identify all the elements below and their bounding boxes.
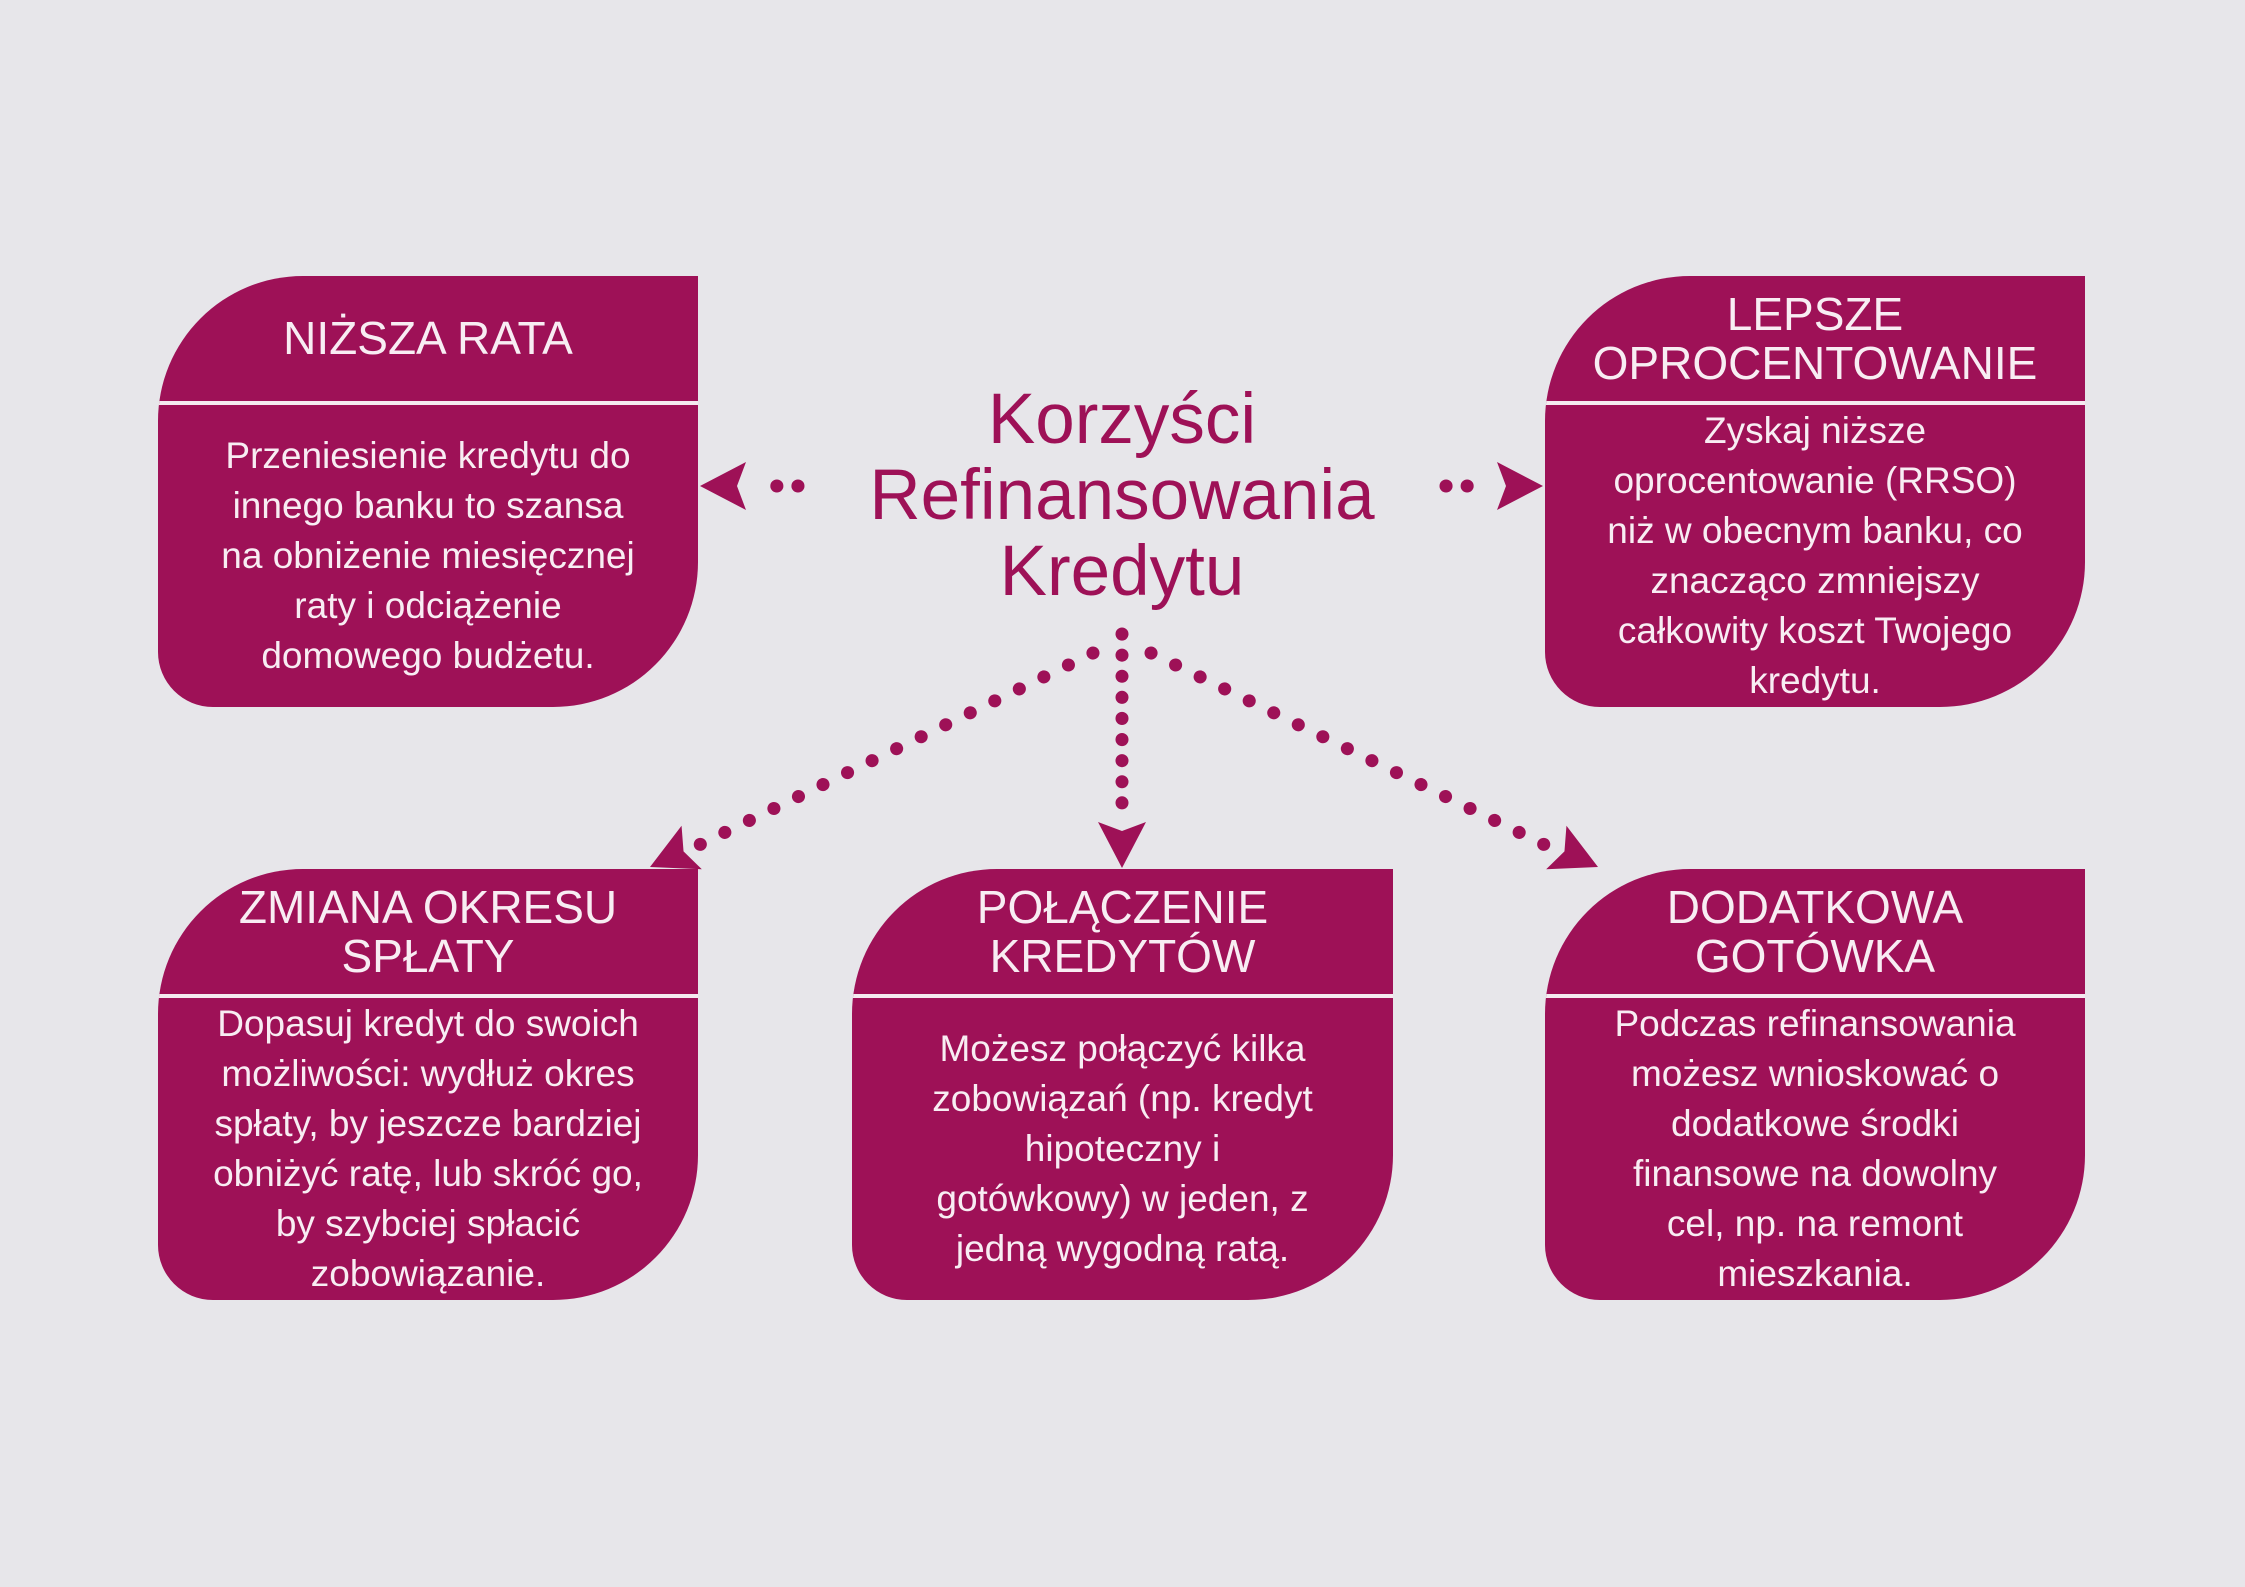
connector-right-arrowhead xyxy=(1497,462,1543,510)
card-title: NIŻSZA RATA xyxy=(283,312,573,364)
card-title: LEPSZE OPROCENTOWANIE xyxy=(1592,287,2038,389)
card-body: Przeniesienie kredytu do innego banku to… xyxy=(221,435,635,676)
connector-left-arrowhead xyxy=(700,462,746,510)
benefit-card-lepsze-oprocentowanie: LEPSZE OPROCENTOWANIE Zyskaj niższe opro… xyxy=(1545,276,2085,707)
diagram-title: Korzyści Refinansowania Kredytu xyxy=(869,380,1375,611)
card-body: Podczas refinansowania możesz wnioskować… xyxy=(1614,1003,2016,1294)
card-title-divider xyxy=(158,994,698,998)
connector-downright-dots xyxy=(1144,646,1552,852)
connector-downleft-dots xyxy=(692,646,1100,852)
benefit-card-polaczenie-kredytow: POŁĄCZENIE KREDYTÓW Możesz połączyć kilk… xyxy=(852,869,1393,1300)
card-title: DODATKOWA GOTÓWKA xyxy=(1666,880,1964,982)
card-title-divider xyxy=(1545,994,2085,998)
connector-down-arrowhead xyxy=(1098,822,1146,868)
card-title-divider xyxy=(1545,401,2085,405)
card-title: ZMIANA OKRESU SPŁATY xyxy=(238,880,618,982)
card-title-divider xyxy=(158,401,698,405)
connector-downright-arrowhead xyxy=(1546,825,1598,870)
benefit-card-zmiana-okresu-splaty: ZMIANA OKRESU SPŁATY Dopasuj kredyt do s… xyxy=(158,869,698,1300)
card-body: Dopasuj kredyt do swoich możliwości: wyd… xyxy=(213,1003,643,1294)
card-title: POŁĄCZENIE KREDYTÓW xyxy=(976,880,1269,982)
benefit-card-dodatkowa-gotowka: DODATKOWA GOTÓWKA Podczas refinansowania… xyxy=(1545,869,2085,1300)
benefit-card-nizsza-rata: NIŻSZA RATA Przeniesienie kredytu do inn… xyxy=(158,276,698,707)
card-body: Zyskaj niższe oprocentowanie (RRSO) niż … xyxy=(1607,410,2023,701)
card-body: Możesz połączyć kilka zobowiązań (np. kr… xyxy=(932,1028,1313,1269)
card-title-divider xyxy=(852,994,1393,998)
